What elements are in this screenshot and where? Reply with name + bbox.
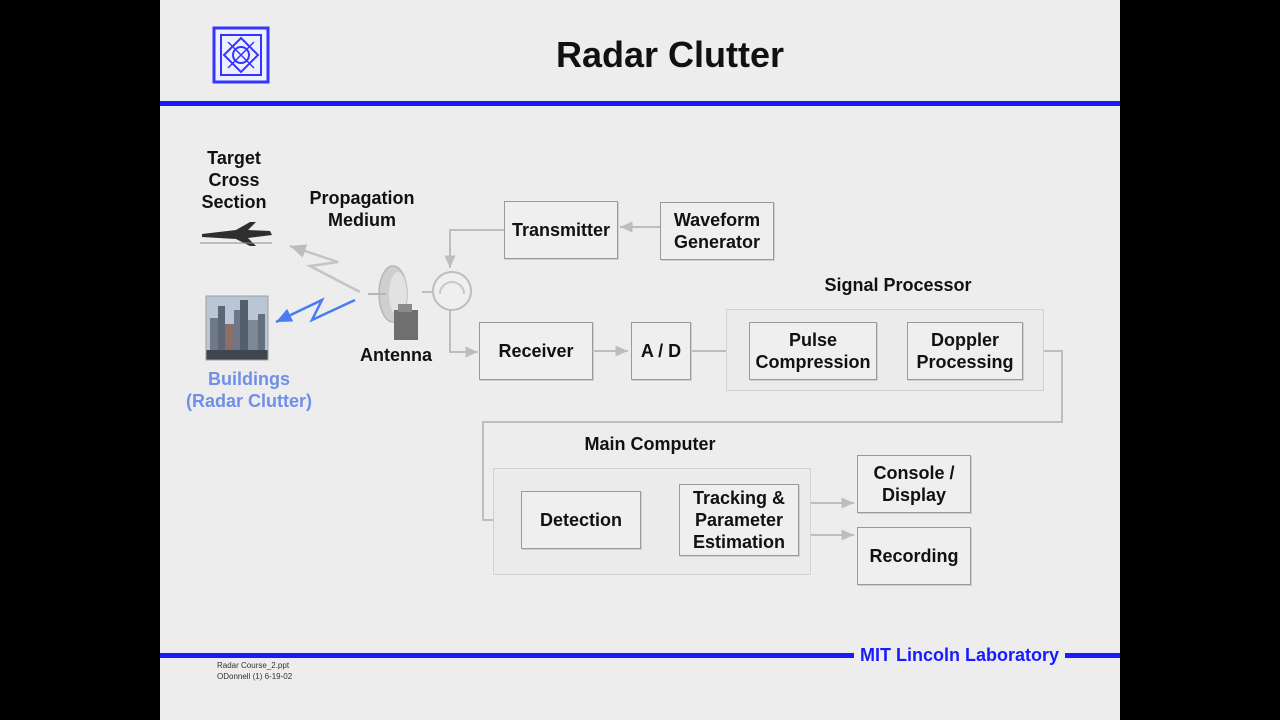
console-display-block: Console / Display [857, 455, 971, 513]
propagation-zigzag-to-target [289, 244, 361, 294]
target-label: Target Cross Section [201, 148, 267, 212]
slide: Radar Clutter Target Cross Section Propa… [160, 0, 1120, 720]
slide-title: Radar Clutter [555, 34, 785, 75]
footer-rule [160, 653, 1120, 658]
tracking-block: Tracking & Parameter Estimation [679, 484, 799, 556]
propagation-label: Propagation Medium [309, 188, 415, 230]
main-computer-label: Main Computer [584, 434, 716, 454]
logo-icon [212, 26, 270, 84]
pulse-compression-block: Pulse Compression [749, 322, 877, 380]
waveform-generator-block: Waveform Generator [660, 202, 774, 260]
transmitter-block: Transmitter [504, 201, 618, 259]
wire-doppler-to-detection [482, 350, 1063, 526]
footer-lab-name: MIT Lincoln Laboratory [853, 645, 1065, 666]
antenna-dish-icon [368, 265, 418, 340]
buildings-image [205, 295, 269, 361]
wire-circulator-to-receiver [449, 310, 478, 358]
detection-block: Detection [521, 491, 641, 549]
wire-transmitter-to-circulator [444, 229, 504, 268]
header-rule [160, 101, 1120, 106]
aircraft-icon [200, 222, 272, 246]
footer-note: Radar Course_2.ppt ODonnell (1) 6-19-02 [217, 660, 292, 682]
diagram-canvas [200, 221, 1063, 541]
footer-author: ODonnell (1) 6-19-02 [217, 672, 293, 681]
footer-file: Radar Course_2.ppt [217, 661, 290, 670]
buildings-label: Buildings (Radar Clutter) [185, 369, 312, 411]
antenna-label: Antenna [360, 345, 432, 365]
signal-processor-label: Signal Processor [824, 275, 972, 295]
doppler-processing-block: Doppler Processing [907, 322, 1023, 380]
ad-converter-block: A / D [631, 322, 691, 380]
clutter-zigzag [275, 297, 356, 324]
circulator-icon [432, 271, 472, 311]
recording-block: Recording [857, 527, 971, 585]
receiver-block: Receiver [479, 322, 593, 380]
